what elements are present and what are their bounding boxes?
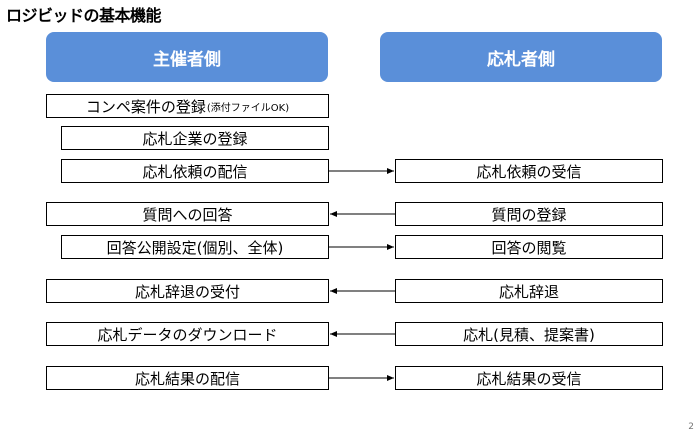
page-title: ロジビッドの基本機能 (6, 6, 162, 25)
organizer-header: 主催者側 (46, 32, 328, 82)
organizer-answer-visibility: 回答公開設定(個別、全体) (61, 235, 329, 259)
register-competition-label: コンペ案件の登録 (85, 97, 206, 116)
organizer-send-results: 応札結果の配信 (46, 366, 329, 390)
attachment-ok-note: (添付ファイルOK) (206, 102, 290, 114)
bidder-header: 応札者側 (380, 32, 662, 82)
bidder-submit-bid: 応札(見積、提案書) (395, 322, 663, 346)
organizer-answer-questions: 質問への回答 (46, 202, 329, 226)
bidder-register-question: 質問の登録 (395, 202, 663, 226)
organizer-download-bids: 応札データのダウンロード (46, 322, 329, 346)
bidder-decline: 応札辞退 (395, 279, 663, 303)
organizer-send-bid-request: 応札依頼の配信 (61, 159, 329, 183)
organizer-register-bidders: 応札企業の登録 (61, 126, 329, 150)
bidder-view-answers: 回答の閲覧 (395, 235, 663, 259)
organizer-accept-decline: 応札辞退の受付 (46, 279, 329, 303)
organizer-register-competition: コンペ案件の登録(添付ファイルOK) (46, 94, 329, 118)
bidder-receive-request: 応札依頼の受信 (395, 159, 663, 183)
page-number: 2 (688, 422, 694, 432)
bidder-receive-results: 応札結果の受信 (395, 366, 663, 390)
